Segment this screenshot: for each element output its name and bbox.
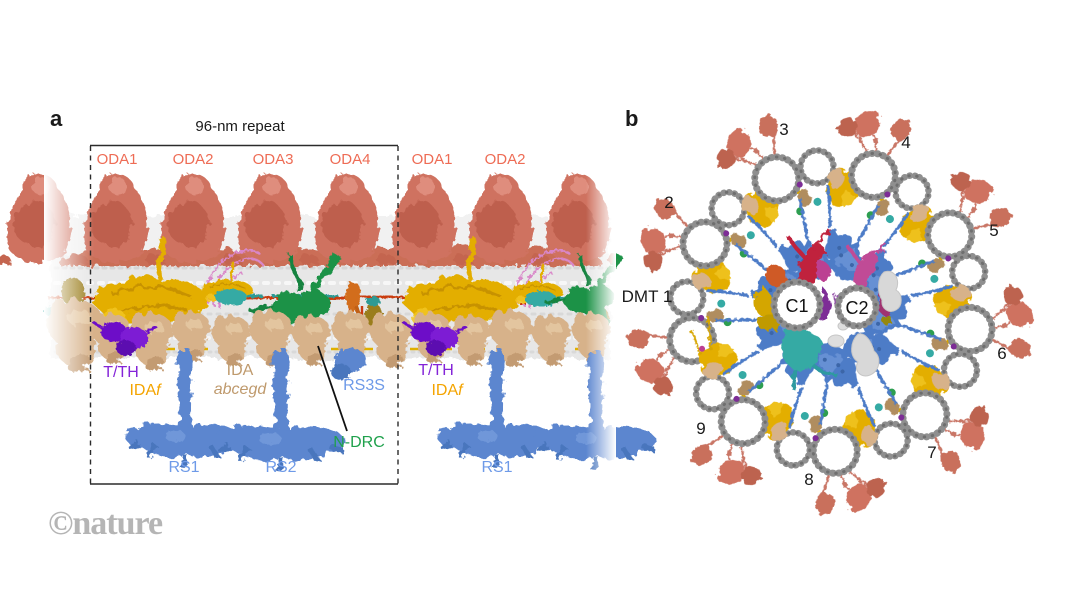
oda1-label: ODA1 bbox=[96, 151, 138, 168]
ndrc-pointer-line bbox=[317, 345, 348, 432]
repeat-length-label: 96-nm repeat bbox=[195, 118, 285, 135]
ida-f-right-label: IDAf bbox=[431, 382, 463, 399]
dmt1-label: DMT 1 bbox=[621, 287, 673, 306]
repeat-box bbox=[89, 144, 399, 485]
oda2-right-label: ODA2 bbox=[484, 151, 526, 168]
oda2-label: ODA2 bbox=[172, 151, 214, 168]
cp-gray-density bbox=[827, 270, 902, 377]
panel-b-letter: b bbox=[625, 106, 639, 131]
rs3s-structure bbox=[331, 348, 366, 380]
ida-group-label-line2: abcegd bbox=[213, 381, 267, 398]
t-th-right-label: T/TH bbox=[418, 362, 454, 379]
n-drc-label: N-DRC bbox=[333, 434, 385, 451]
oda3-label: ODA3 bbox=[252, 151, 294, 168]
dmt2-number: 2 bbox=[664, 193, 674, 212]
rs1-label: RS1 bbox=[168, 459, 200, 476]
panel-a-letter: a bbox=[50, 106, 63, 131]
dmt6-number: 6 bbox=[997, 344, 1007, 363]
rs2-label: RS2 bbox=[265, 459, 297, 476]
rs1-right-label: RS1 bbox=[481, 459, 513, 476]
dmt5-number: 5 bbox=[989, 221, 999, 240]
dmt8-number: 8 bbox=[804, 470, 814, 489]
nature-watermark: ©nature bbox=[48, 505, 163, 542]
c1-label: C1 bbox=[785, 296, 809, 316]
dmt3-number: 3 bbox=[779, 120, 789, 139]
panel-b-art bbox=[621, 92, 1050, 525]
dmt7-number: 7 bbox=[927, 443, 937, 462]
c2-label: C2 bbox=[845, 298, 869, 318]
central-pair bbox=[754, 227, 902, 391]
dmt9-number: 9 bbox=[696, 419, 706, 438]
ida-f-label: IDAf bbox=[129, 382, 161, 399]
panel-a-art bbox=[0, 144, 655, 485]
rs1-structure bbox=[126, 350, 241, 469]
ida-group-label-line1: IDA bbox=[226, 362, 254, 379]
oda1-right-label: ODA1 bbox=[411, 151, 453, 168]
oda4-label: ODA4 bbox=[329, 151, 371, 168]
t-th-label: T/TH bbox=[103, 364, 139, 381]
dmt4-number: 4 bbox=[901, 133, 911, 152]
rs3s-label: RS3S bbox=[343, 377, 385, 394]
